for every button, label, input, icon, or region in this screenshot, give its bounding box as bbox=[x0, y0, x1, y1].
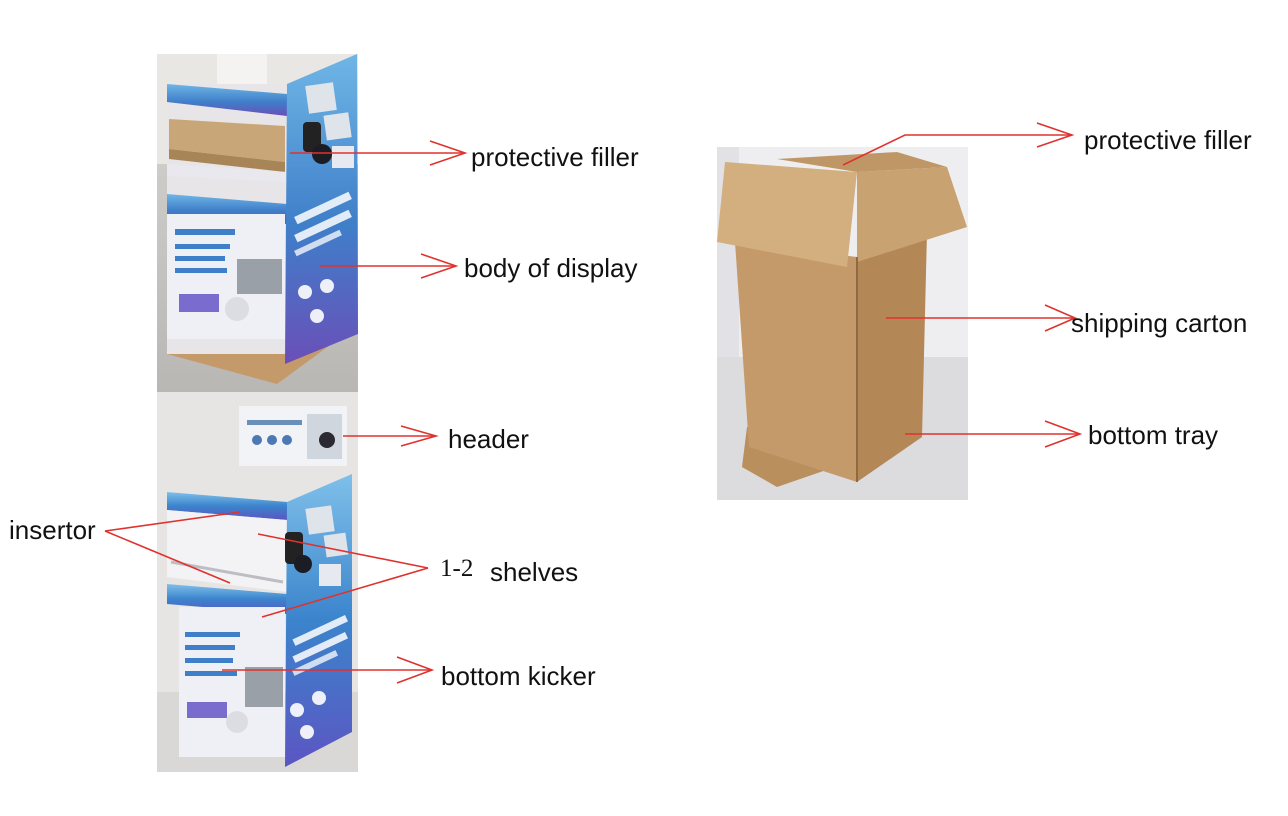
photo-assembled-display bbox=[157, 392, 358, 772]
label-protective-filler-left: protective filler bbox=[471, 142, 639, 172]
label-protective-filler-right: protective filler bbox=[1084, 125, 1252, 155]
photo-display-with-filler bbox=[157, 54, 358, 392]
label-shelves-number: 1-2 bbox=[440, 555, 474, 582]
label-body-of-display: body of display bbox=[464, 253, 638, 283]
label-shipping-carton: shipping carton bbox=[1071, 308, 1248, 338]
label-insertor: insertor bbox=[9, 515, 96, 545]
label-bottom-kicker: bottom kicker bbox=[441, 661, 596, 691]
label-header: header bbox=[448, 424, 529, 454]
label-bottom-tray: bottom tray bbox=[1088, 420, 1219, 450]
photo-shipping-carton bbox=[717, 147, 968, 500]
label-shelves: shelves bbox=[490, 557, 579, 587]
